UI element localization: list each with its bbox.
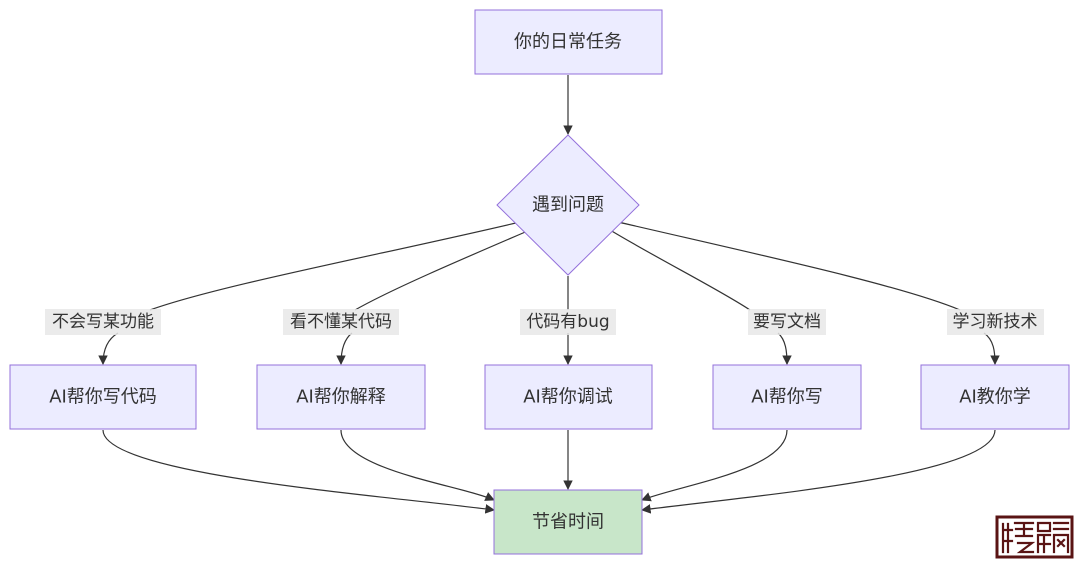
- edge-a2-to-end: [340, 429, 495, 501]
- node-end: 节省时间: [493, 489, 643, 555]
- node-ai-write-code-box: [9, 364, 197, 430]
- edge-decision-to-l1: [149, 221, 521, 311]
- node-start: 你的日常任务: [474, 9, 663, 75]
- node-ai-teach-box: [920, 364, 1070, 430]
- node-ai-teach-label: AI教你学: [959, 387, 1031, 408]
- node-decision-label: 遇到问题: [532, 195, 604, 216]
- node-ai-write-code: AI帮你写代码: [9, 364, 197, 430]
- edge-decision-to-l4: [609, 229, 751, 311]
- node-end-box: [493, 489, 643, 555]
- edge-l2-to-a2: [336, 332, 353, 365]
- node-ai-debug: AI帮你调试: [484, 364, 653, 430]
- edge-a5-to-end: [641, 429, 996, 514]
- edge-l4-to-a4: [777, 332, 792, 365]
- edge-label-3-text: 代码有bug: [526, 312, 609, 332]
- edge-label-5-bg: [947, 309, 1044, 335]
- node-start-box: [474, 9, 663, 75]
- edge-label-2: 看不懂某代码: [283, 309, 399, 335]
- node-decision: 遇到问题: [496, 134, 640, 276]
- edge-label-4: 要写文档: [748, 309, 826, 335]
- node-ai-write-code-label: AI帮你写代码: [49, 387, 157, 408]
- edge-a1-to-end: [102, 429, 495, 514]
- edge-label-2-text: 看不懂某代码: [290, 312, 392, 332]
- edge-label-3-bg: [520, 309, 616, 335]
- edge-label-5-text: 学习新技术: [953, 312, 1038, 332]
- node-ai-debug-box: [484, 364, 653, 430]
- node-ai-teach: AI教你学: [920, 364, 1070, 430]
- node-ai-write-label: AI帮你写: [751, 387, 823, 408]
- edge-label-3: 代码有bug: [520, 309, 616, 335]
- node-ai-explain-box: [256, 364, 426, 430]
- edge-decision-to-l2: [354, 229, 531, 311]
- node-ai-debug-label: AI帮你调试: [523, 387, 613, 408]
- edge-label-1-bg: [45, 309, 161, 335]
- edge-label-4-text: 要写文档: [753, 312, 821, 332]
- edge-l1-to-a1: [98, 332, 119, 365]
- node-ai-write: AI帮你写: [712, 364, 862, 430]
- edge-label-5: 学习新技术: [947, 309, 1044, 335]
- edge-decision-to-l5: [617, 221, 961, 311]
- seal-logo-icon: [995, 515, 1074, 559]
- edge-label-2-bg: [283, 309, 399, 335]
- edge-l5-to-a5: [983, 332, 1000, 365]
- node-ai-explain-label: AI帮你解释: [296, 387, 386, 408]
- edge-label-1: 不会写某功能: [45, 309, 161, 335]
- edge-label-1-text: 不会写某功能: [52, 312, 154, 332]
- node-decision-diamond: [496, 134, 640, 276]
- node-ai-write-box: [712, 364, 862, 430]
- edge-label-4-bg: [748, 309, 826, 335]
- node-ai-explain: AI帮你解释: [256, 364, 426, 430]
- node-end-label: 节省时间: [532, 512, 604, 533]
- node-start-label: 你的日常任务: [514, 32, 622, 53]
- edge-a4-to-end: [641, 429, 788, 502]
